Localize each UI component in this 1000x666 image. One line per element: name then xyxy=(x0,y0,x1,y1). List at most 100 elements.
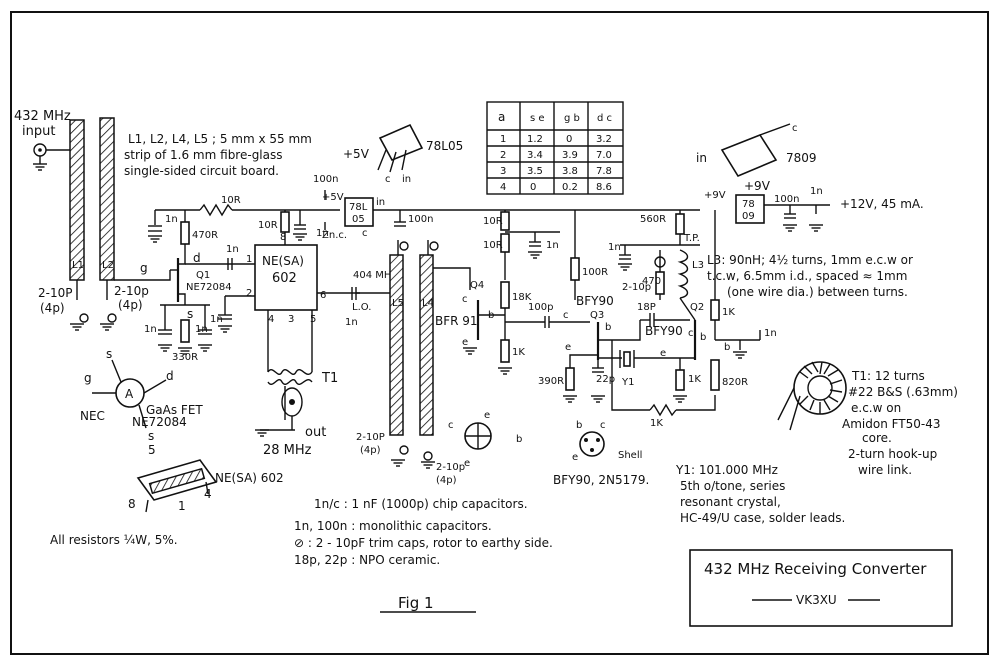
svg-text:1K: 1K xyxy=(512,347,525,358)
svg-text:g: g xyxy=(140,261,148,275)
svg-text:c: c xyxy=(792,123,798,134)
svg-text:18K: 18K xyxy=(512,292,532,303)
svg-text:(4p): (4p) xyxy=(40,301,65,315)
y1-label: Y1 xyxy=(621,377,634,388)
supply-9v: +9V xyxy=(704,190,726,201)
t1-note-2: #22 B&S (.63mm) xyxy=(848,385,958,399)
legend-line-1: 1n/c : 1 nF (1000p) chip capacitors. xyxy=(314,497,528,511)
svg-text:L5: L5 xyxy=(392,298,404,309)
svg-text:0: 0 xyxy=(566,134,572,145)
svg-text:7.0: 7.0 xyxy=(596,150,612,161)
svg-text:2-10p: 2-10p xyxy=(436,462,465,473)
svg-text:3.9: 3.9 xyxy=(562,150,578,161)
supply-12v: +12V, 45 mA. xyxy=(840,197,924,211)
svg-text:1n: 1n xyxy=(316,228,329,239)
svg-text:g: g xyxy=(84,371,92,385)
svg-text:1n: 1n xyxy=(144,324,157,335)
trim-cap-c2-icon xyxy=(107,313,117,323)
svg-text:820R: 820R xyxy=(722,377,748,388)
svg-text:100p: 100p xyxy=(528,302,553,313)
svg-text:c: c xyxy=(448,420,454,431)
reg-7809-9v: +9V xyxy=(744,179,771,193)
legend-line-3: ⊘ : 2 - 10pF trim caps, rotor to earthy … xyxy=(294,536,553,550)
svg-text:c: c xyxy=(600,420,606,431)
y1-note-2: 5th o/tone, series xyxy=(680,479,785,493)
svg-text:22p: 22p xyxy=(596,374,615,385)
supply-5v: +5V xyxy=(322,192,344,203)
svg-text:g b: g b xyxy=(564,113,580,124)
reg-7809-in: in xyxy=(696,151,707,165)
svg-text:BFY90, 2N5179.: BFY90, 2N5179. xyxy=(553,473,649,487)
svg-text:(4p): (4p) xyxy=(360,445,381,456)
svg-text:4: 4 xyxy=(500,182,506,193)
output-label: out xyxy=(305,425,326,440)
svg-text:2-10P: 2-10P xyxy=(38,286,72,300)
svg-text:Shell: Shell xyxy=(618,450,642,461)
lo-label: L.O. xyxy=(352,302,371,313)
svg-text:c: c xyxy=(563,310,569,321)
svg-text:e: e xyxy=(484,410,490,421)
strip-note-line3: single-sided circuit board. xyxy=(124,164,279,178)
svg-text:e: e xyxy=(572,452,578,463)
trim-cap-l5-icon xyxy=(399,445,409,455)
figure-caption: Fig 1 xyxy=(398,594,434,612)
inductor-l3-icon xyxy=(677,249,689,299)
trim-cap-l3-icon xyxy=(654,256,666,268)
svg-text:4: 4 xyxy=(204,487,212,501)
svg-text:8.6: 8.6 xyxy=(596,182,612,193)
svg-text:1n: 1n xyxy=(764,328,777,339)
svg-text:10R: 10R xyxy=(483,216,503,227)
trim-cap-l4-icon xyxy=(423,451,433,461)
ic-note: Zn.c. xyxy=(322,230,347,241)
svg-text:b: b xyxy=(724,342,730,353)
t1-note-3: e.c.w on xyxy=(851,401,901,415)
svg-text:c: c xyxy=(385,174,391,185)
svg-text:e: e xyxy=(462,337,468,348)
q1-label: Q1 xyxy=(196,270,210,281)
q3-label: Q3 xyxy=(590,310,604,321)
input-label: input xyxy=(22,124,55,139)
author-text: VK3XU xyxy=(796,593,837,607)
output-frequency: 28 MHz xyxy=(263,443,312,458)
svg-text:b: b xyxy=(516,434,522,445)
svg-text:100n: 100n xyxy=(774,194,799,205)
bfy90-package: b c e Shell BFY90, 2N5179. xyxy=(553,420,649,487)
strip-note-line1: L1, L2, L4, L5 ; 5 mm x 55 mm xyxy=(128,132,312,146)
q2-type: BFY90 xyxy=(645,324,683,338)
svg-text:390R: 390R xyxy=(538,376,564,387)
svg-text:3.2: 3.2 xyxy=(596,134,612,145)
svg-text:d c: d c xyxy=(597,113,612,124)
svg-text:GaAs FET: GaAs FET xyxy=(146,403,203,417)
svg-text:8: 8 xyxy=(128,497,136,511)
svg-text:a: a xyxy=(498,110,505,124)
title-text: 432 MHz Receiving Converter xyxy=(704,560,927,578)
svg-text:L2: L2 xyxy=(102,260,114,271)
toroid-t1-icon xyxy=(777,361,847,431)
svg-text:18P: 18P xyxy=(637,302,656,313)
svg-text:1n: 1n xyxy=(165,214,178,225)
l3-label: L3 xyxy=(692,260,704,271)
svg-text:3: 3 xyxy=(288,314,294,325)
svg-text:100n: 100n xyxy=(313,174,338,185)
svg-text:3.4: 3.4 xyxy=(527,150,543,161)
svg-text:3: 3 xyxy=(500,166,506,177)
mixer-ic-ne602 xyxy=(254,244,318,311)
lo-frequency: 404 MHz xyxy=(353,270,397,281)
svg-text:5: 5 xyxy=(148,443,156,457)
t1-note-6: 2-turn hook-up xyxy=(848,447,937,461)
svg-text:09: 09 xyxy=(742,211,755,222)
y1-note-1: Y1: 101.000 MHz xyxy=(675,463,778,477)
svg-text:2-10p: 2-10p xyxy=(114,284,149,298)
svg-text:8: 8 xyxy=(280,232,286,243)
svg-text:1: 1 xyxy=(178,499,186,513)
svg-text:4: 4 xyxy=(268,314,274,325)
svg-text:c: c xyxy=(462,294,468,305)
svg-text:2: 2 xyxy=(500,150,506,161)
svg-text:L1: L1 xyxy=(72,260,84,271)
svg-text:6: 6 xyxy=(320,290,326,301)
svg-text:NE(SA) 602: NE(SA) 602 xyxy=(215,471,284,485)
q2-label: Q2 xyxy=(690,302,704,313)
t1-note-5: core. xyxy=(862,431,892,445)
svg-text:NEC: NEC xyxy=(80,409,105,423)
svg-text:78L: 78L xyxy=(349,202,368,213)
